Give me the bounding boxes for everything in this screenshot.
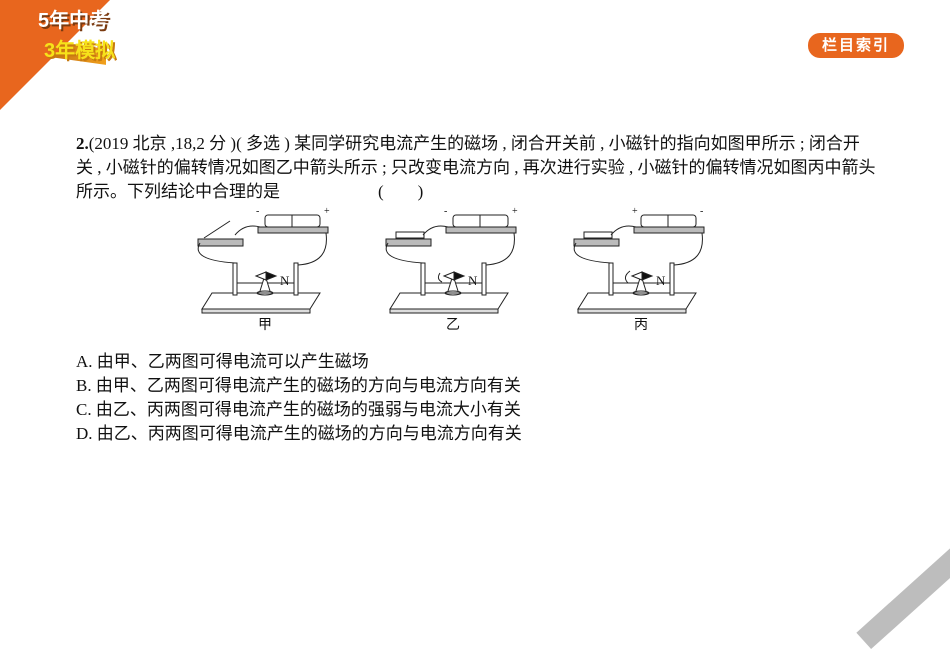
question-number: 2. bbox=[76, 134, 89, 153]
corner-decoration bbox=[0, 0, 110, 110]
figure-label: 乙 bbox=[446, 317, 460, 333]
option-c[interactable]: C. 由乙、丙两图可得电流产生的磁场的强弱与电流大小有关 bbox=[76, 400, 521, 419]
battery-terminal-left: - bbox=[256, 206, 259, 217]
battery-terminal-right: + bbox=[324, 206, 330, 217]
answer-blank[interactable]: ( ) bbox=[378, 182, 424, 201]
needle-n-label: N bbox=[656, 273, 666, 288]
option-d[interactable]: D. 由乙、丙两图可得电流产生的磁场的方向与电流方向有关 bbox=[76, 424, 522, 443]
experiment-figures: N - + 甲 N - + 乙 N + - 丙 bbox=[197, 206, 705, 333]
figure-2: N - + 乙 bbox=[385, 206, 518, 333]
question-source: (2019 北京 ,18,2 分 )( 多选 ) bbox=[88, 134, 295, 153]
options-list: A. 由甲、乙两图可得电流可以产生磁场 B. 由甲、乙两图可得电流产生的磁场的方… bbox=[76, 350, 522, 446]
column-index-button[interactable]: 栏目索引 bbox=[808, 33, 904, 58]
figure-label: 甲 bbox=[258, 318, 272, 333]
needle-n-label: N bbox=[280, 273, 290, 288]
battery-terminal-right: - bbox=[700, 206, 703, 217]
question: 2.(2019 北京 ,18,2 分 )( 多选 ) 某同学研究电流产生的磁场 … bbox=[76, 132, 876, 204]
figure-3: N + - 丙 bbox=[573, 206, 705, 333]
logo-line1: 5年中考 bbox=[38, 10, 110, 32]
option-a[interactable]: A. 由甲、乙两图可得电流可以产生磁场 bbox=[76, 352, 369, 371]
needle-n-label: N bbox=[468, 273, 478, 288]
figure-1: N - + 甲 bbox=[197, 206, 330, 333]
brand-logo: 5年中考 3年模拟 bbox=[8, 10, 118, 74]
battery-terminal-left: - bbox=[444, 206, 447, 217]
battery-terminal-right: + bbox=[512, 206, 518, 217]
option-b[interactable]: B. 由甲、乙两图可得电流产生的磁场的方向与电流方向有关 bbox=[76, 376, 521, 395]
logo-line2: 3年模拟 bbox=[44, 40, 116, 62]
corner-stripe bbox=[856, 525, 950, 649]
battery-terminal-left: + bbox=[632, 206, 638, 217]
question-text: 某同学研究电流产生的磁场 , 闭合开关前 , 小磁针的指向如图甲所示 ; 闭合开… bbox=[76, 134, 876, 201]
figure-label: 丙 bbox=[634, 318, 648, 333]
